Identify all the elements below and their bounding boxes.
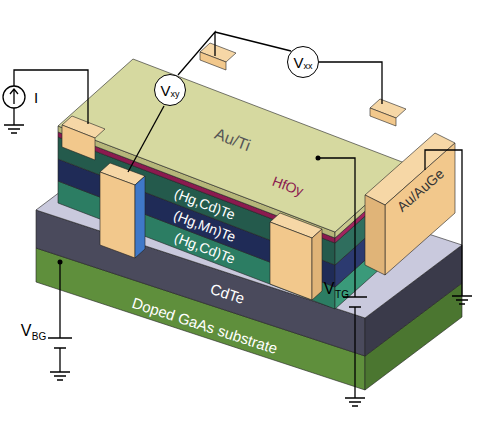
ground-symbol [452, 296, 472, 304]
voltage-label: V [21, 323, 32, 339]
battery-symbol [349, 306, 361, 308]
wire [354, 307, 355, 398]
wire [59, 262, 60, 338]
voltage-label: V [324, 281, 335, 297]
ground-symbol [345, 398, 365, 406]
current-source [3, 86, 25, 108]
voltmeter-circle: Vxy [154, 74, 186, 106]
wire [319, 62, 382, 104]
current-label: I [34, 90, 38, 105]
contact [100, 172, 135, 258]
contact-side [312, 229, 322, 300]
contact [370, 108, 396, 126]
contact-side [365, 195, 385, 275]
contact [200, 52, 226, 70]
voltmeter-symbol: V [160, 83, 170, 98]
voltage-subscript: TG [335, 290, 349, 300]
wire [318, 158, 355, 297]
voltmeter-subscript: xx [304, 62, 313, 71]
voltmeter-circle: Vxx [287, 46, 319, 78]
wire-dot [58, 260, 63, 265]
contact-side [135, 176, 145, 258]
voltmeter-subscript: xy [171, 90, 180, 99]
wire [59, 348, 60, 372]
wire [128, 106, 164, 172]
current-arrow [10, 89, 18, 104]
wire-dot [316, 156, 321, 161]
battery-symbol [54, 347, 66, 349]
voltage-subscript: BG [32, 332, 46, 342]
ground-symbol [4, 125, 24, 133]
contact [385, 143, 455, 275]
wire [215, 32, 291, 51]
battery-symbol [48, 337, 72, 339]
wire [13, 108, 14, 125]
contact [270, 222, 312, 300]
ground-symbol [50, 372, 70, 380]
voltmeter-symbol: V [293, 55, 303, 70]
wire [178, 32, 215, 75]
contact [62, 125, 95, 160]
